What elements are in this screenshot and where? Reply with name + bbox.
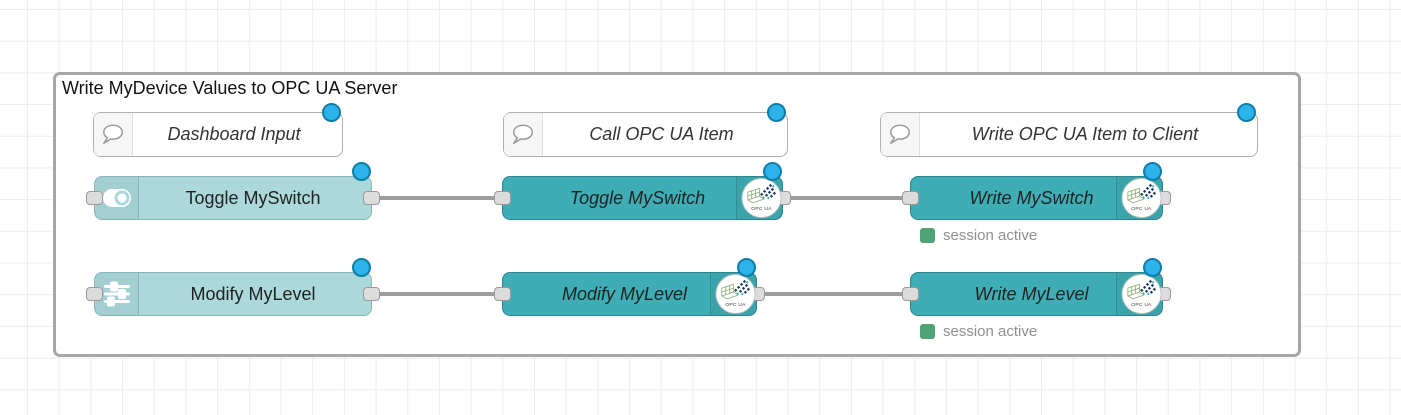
output-port[interactable] <box>363 191 380 205</box>
wire[interactable] <box>757 292 910 296</box>
node-toggle-myswitch-opcua[interactable]: Toggle MySwitch <box>494 162 791 220</box>
node-label: Modify MyLevel <box>190 283 316 304</box>
changed-indicator <box>763 162 782 181</box>
wire[interactable] <box>372 196 502 200</box>
changed-indicator <box>352 258 371 277</box>
status-text: session active <box>943 227 1038 244</box>
input-port[interactable] <box>902 191 919 205</box>
node-label: Toggle MySwitch <box>569 187 706 208</box>
toggle-switch-icon <box>95 177 139 219</box>
status-text: session active <box>943 323 1038 340</box>
comment-label: Call OPC UA Item <box>589 124 734 144</box>
input-port[interactable] <box>902 287 919 301</box>
input-port[interactable] <box>494 191 511 205</box>
status-green-square <box>920 324 935 339</box>
node-label: Modify MyLevel <box>561 283 688 304</box>
input-port[interactable] <box>86 287 103 301</box>
node-toggle-myswitch-ui[interactable]: Toggle MySwitch <box>86 162 380 220</box>
node-modify-mylevel-ui[interactable]: Modify MyLevel <box>86 258 380 316</box>
opcua-logo-icon: OPC UA <box>1121 177 1162 219</box>
comment-node-dashboard-input[interactable]: Dashboard Input <box>93 103 343 157</box>
node-status-session-active: session active <box>920 323 1037 340</box>
changed-indicator <box>1237 103 1256 122</box>
input-port[interactable] <box>86 191 103 205</box>
comment-label: Write OPC UA Item to Client <box>971 124 1199 144</box>
comment-bubble-icon <box>504 113 543 156</box>
opcua-logo-icon: OPC UA <box>715 273 756 315</box>
svg-text:OPC UA: OPC UA <box>1131 206 1152 212</box>
changed-indicator <box>1143 162 1162 181</box>
opcua-logo-icon: OPC UA <box>741 177 782 219</box>
node-label: Toggle MySwitch <box>185 187 321 208</box>
changed-indicator <box>322 103 341 122</box>
wire[interactable] <box>783 196 910 200</box>
comment-node-call-opcua-item[interactable]: Call OPC UA Item <box>503 103 788 157</box>
node-write-mylevel[interactable]: Write MyLevel <box>902 258 1171 316</box>
node-status-session-active: session active <box>920 227 1037 244</box>
changed-indicator <box>1143 258 1162 277</box>
changed-indicator <box>737 258 756 277</box>
node-write-myswitch[interactable]: Write MySwitch <box>902 162 1171 220</box>
svg-text:OPC UA: OPC UA <box>751 206 772 212</box>
comment-node-write-opcua-item[interactable]: Write OPC UA Item to Client <box>880 103 1258 157</box>
comment-label: Dashboard Input <box>167 124 301 144</box>
group-title: Write MyDevice Values to OPC UA Server <box>62 78 398 98</box>
comment-bubble-icon <box>94 113 133 156</box>
changed-indicator <box>767 103 786 122</box>
wire[interactable] <box>372 292 502 296</box>
output-port[interactable] <box>363 287 380 301</box>
status-green-square <box>920 228 935 243</box>
node-label: Write MyLevel <box>974 283 1089 304</box>
comment-bubble-icon <box>881 113 920 156</box>
svg-text:OPC UA: OPC UA <box>725 302 746 308</box>
node-modify-mylevel-opcua[interactable]: Modify MyLevel <box>494 258 765 316</box>
changed-indicator <box>352 162 371 181</box>
svg-text:OPC UA: OPC UA <box>1131 302 1152 308</box>
opcua-logo-icon: OPC UA <box>1121 273 1162 315</box>
input-port[interactable] <box>494 287 511 301</box>
node-label: Write MySwitch <box>969 187 1094 208</box>
